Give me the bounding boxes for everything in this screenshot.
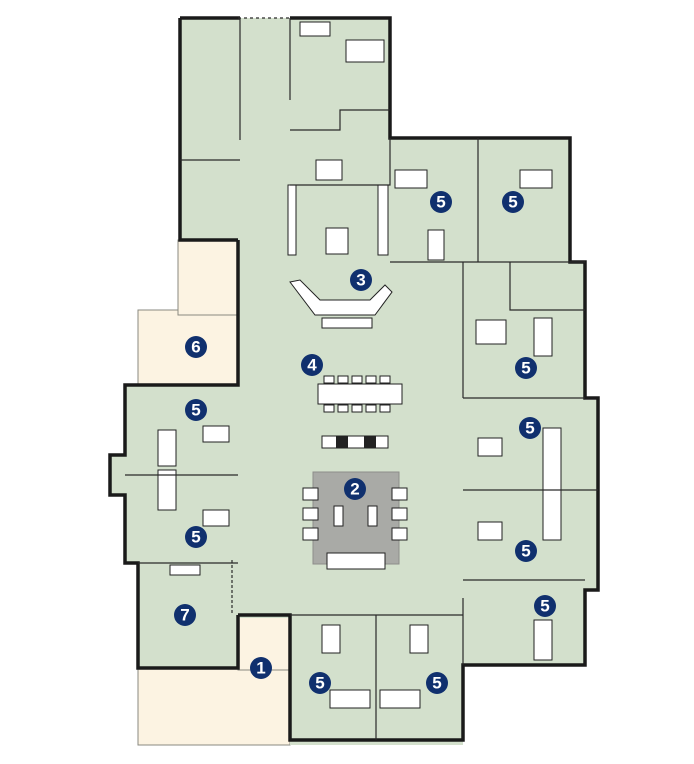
- marker-label: 5: [432, 674, 441, 693]
- marker-label: 5: [540, 597, 549, 616]
- marker-label: 5: [191, 528, 200, 547]
- marker-kitchen: 3: [350, 269, 372, 291]
- marker-entry: 1: [250, 657, 272, 679]
- walls: [108, 16, 600, 742]
- marker-bedroom: 5: [426, 672, 448, 694]
- marker-label: 5: [525, 419, 534, 438]
- marker-bedroom: 5: [515, 540, 537, 562]
- bedroom-furniture: [157, 21, 562, 709]
- marker-bedroom: 5: [430, 191, 452, 213]
- marker-label: 7: [180, 606, 189, 625]
- marker-label: 5: [191, 401, 200, 420]
- marker-dining: 4: [301, 354, 323, 376]
- building-floor: [110, 18, 598, 745]
- marker-bedroom: 5: [534, 595, 556, 617]
- marker-bedroom: 5: [185, 526, 207, 548]
- marker-bedroom: 5: [519, 417, 541, 439]
- marker-label: 6: [191, 338, 200, 357]
- marker-label: 5: [521, 359, 530, 378]
- marker-lounge: 2: [344, 478, 366, 500]
- marker-label: 2: [350, 480, 359, 499]
- marker-label: 4: [307, 356, 317, 375]
- lounge-chairs: [302, 487, 408, 570]
- marker-label: 5: [315, 674, 324, 693]
- marker-label: 3: [356, 271, 365, 290]
- marker-bedroom: 5: [309, 672, 331, 694]
- marker-patio: 6: [185, 336, 207, 358]
- media-console: [321, 435, 389, 449]
- patio-area-upper: [177, 239, 239, 316]
- marker-bedroom: 5: [502, 191, 524, 213]
- marker-room-7: 7: [174, 604, 196, 626]
- marker-label: 5: [521, 542, 530, 561]
- marker-bedroom: 5: [515, 357, 537, 379]
- marker-label: 1: [256, 659, 265, 678]
- dining-table: [317, 375, 403, 413]
- marker-label: 5: [508, 193, 517, 212]
- marker-bedroom: 5: [185, 399, 207, 421]
- marker-label: 5: [436, 193, 445, 212]
- kitchen-counters: [287, 159, 393, 329]
